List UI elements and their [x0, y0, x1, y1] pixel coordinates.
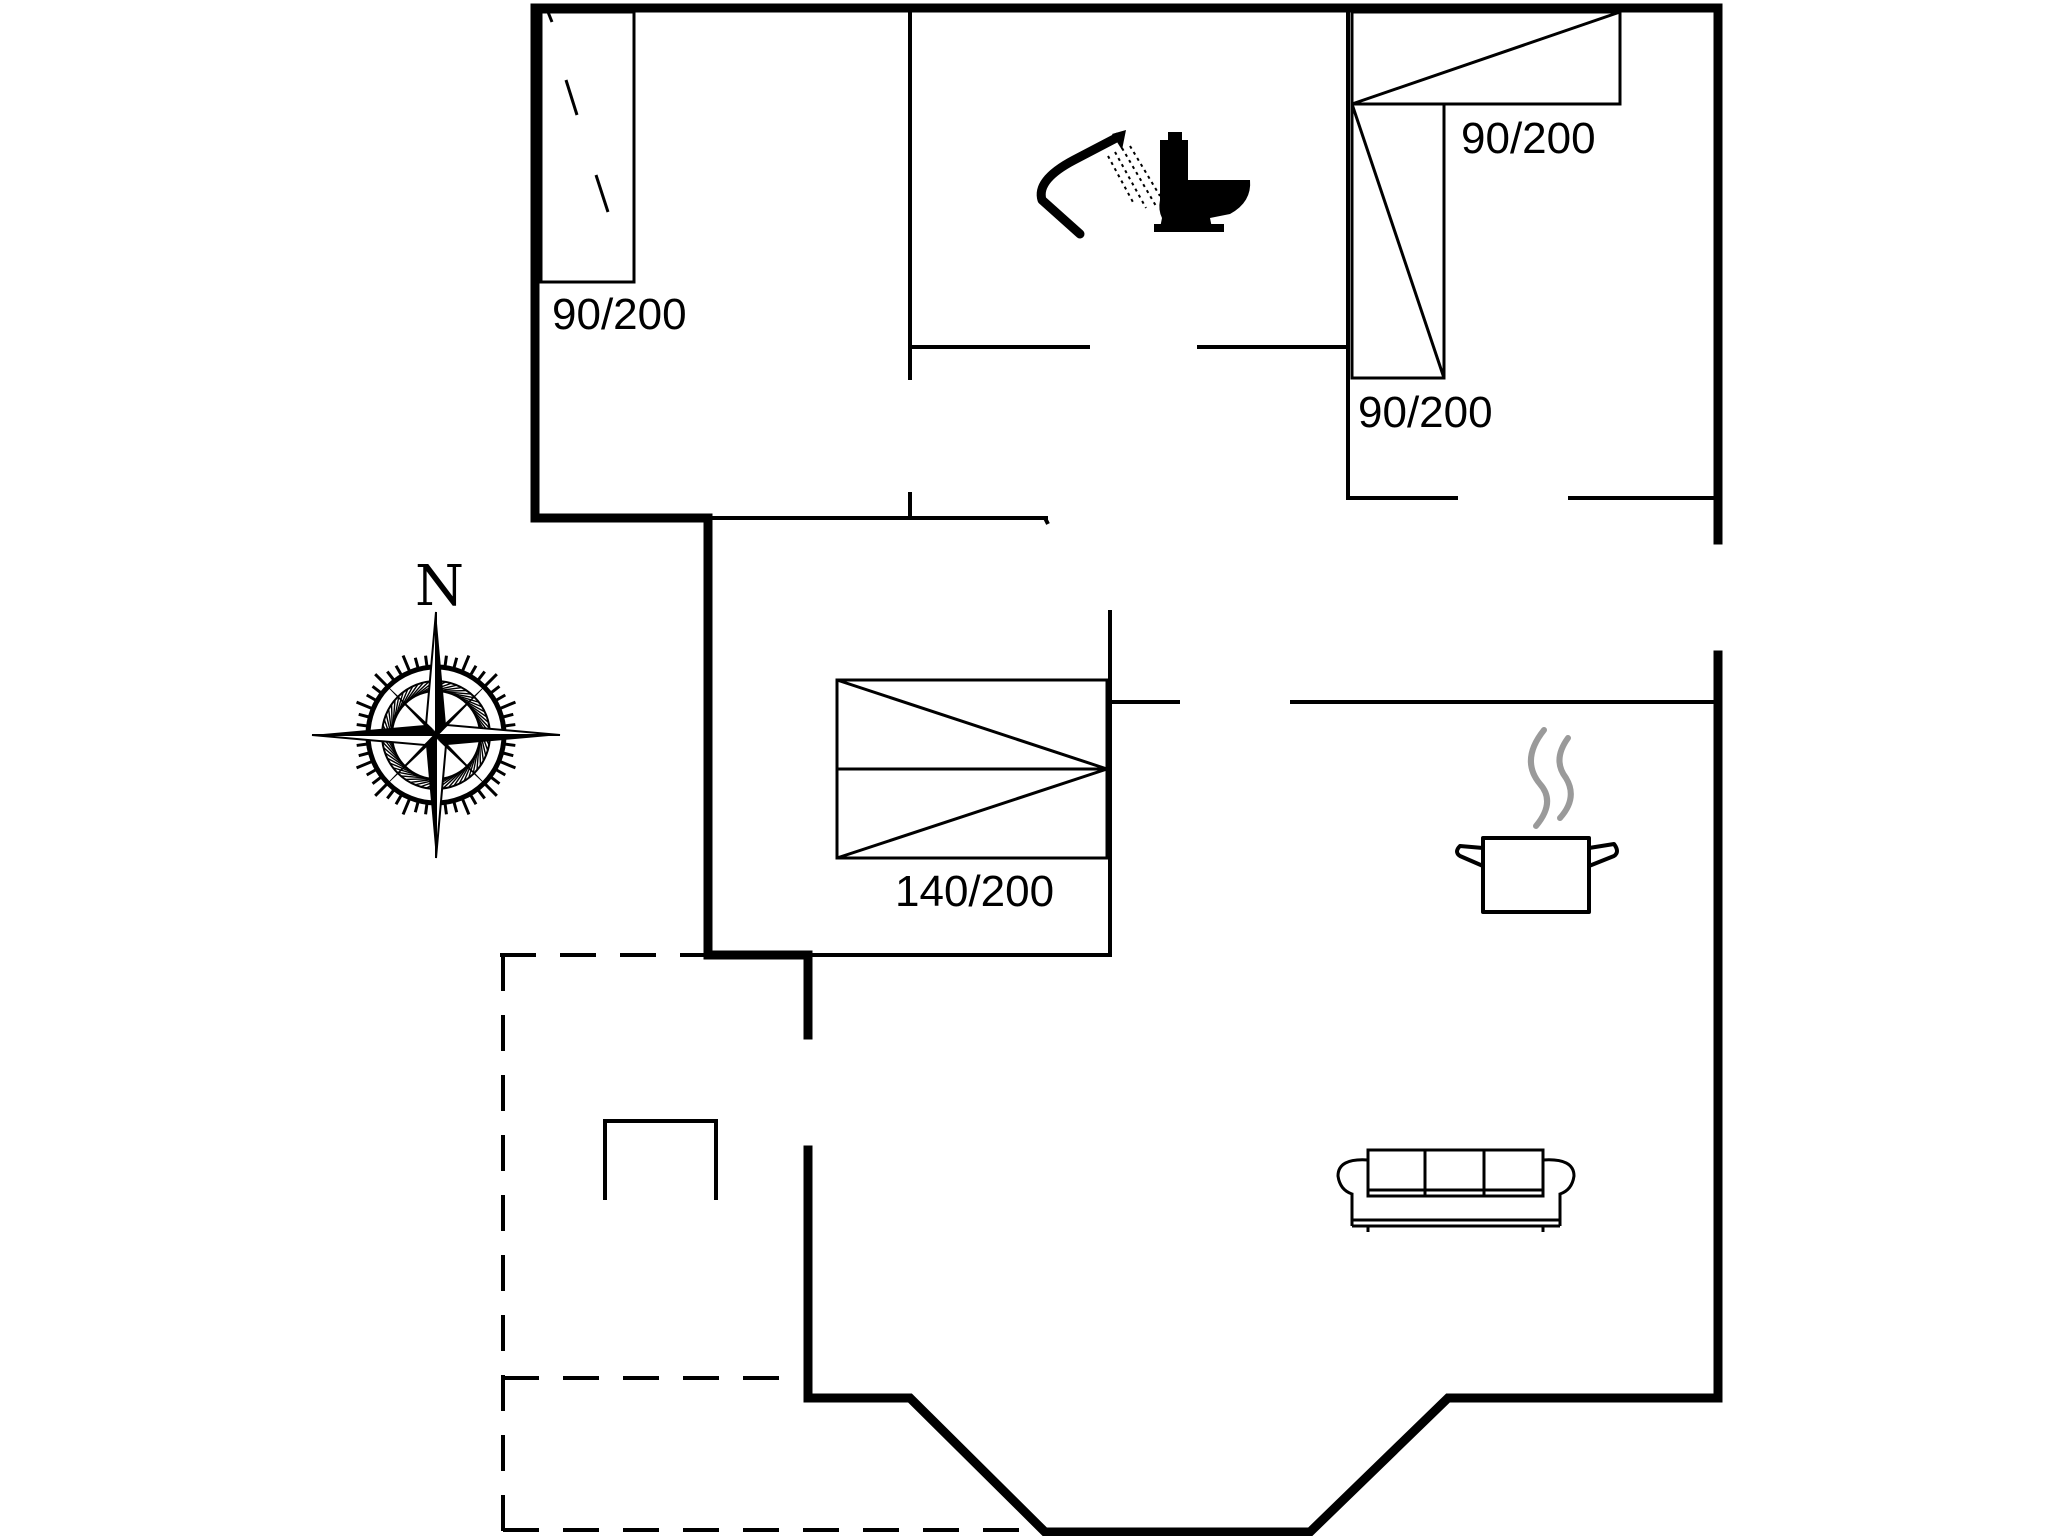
compass-ticks	[350, 649, 522, 821]
bed-right-bottom	[1350, 102, 1446, 380]
bed-label-right-top: 90/200	[1461, 114, 1596, 163]
bed-label-center: 140/200	[895, 867, 1054, 916]
center-bedroom-north-wall-tip	[1043, 517, 1050, 525]
interior-walls	[708, 12, 1718, 957]
living-room-bay-wall	[803, 1145, 1723, 1536]
outer-walls	[530, 3, 1723, 1536]
sofa-icon	[1336, 1148, 1576, 1232]
shower-icon	[1036, 130, 1161, 239]
bed-center	[835, 678, 1109, 860]
cooking-pot-icon	[1455, 727, 1619, 914]
terrace-outline	[500, 953, 1045, 1532]
compass-rose: N	[311, 554, 561, 859]
bed-right-top	[1350, 10, 1622, 106]
toilet-icon	[1154, 132, 1251, 232]
upper-left-outer-wall	[530, 3, 813, 1040]
compass-north-letter: N	[415, 554, 464, 619]
bed-left	[539, 10, 636, 284]
bed-label-left: 90/200	[552, 290, 687, 339]
bed-label-right-bottom: 90/200	[1358, 388, 1493, 437]
garden-chair-icon	[603, 1119, 718, 1200]
